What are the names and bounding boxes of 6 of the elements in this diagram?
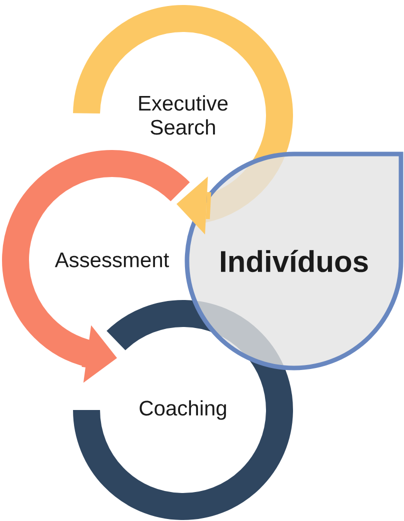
arrow (176, 176, 212, 234)
ring: Executive Search (73, 5, 293, 223)
teardrop: Indivíduos (184, 152, 404, 370)
arrow (82, 325, 117, 383)
ring: Assessment (2, 150, 190, 368)
ring: Coaching (73, 300, 293, 520)
